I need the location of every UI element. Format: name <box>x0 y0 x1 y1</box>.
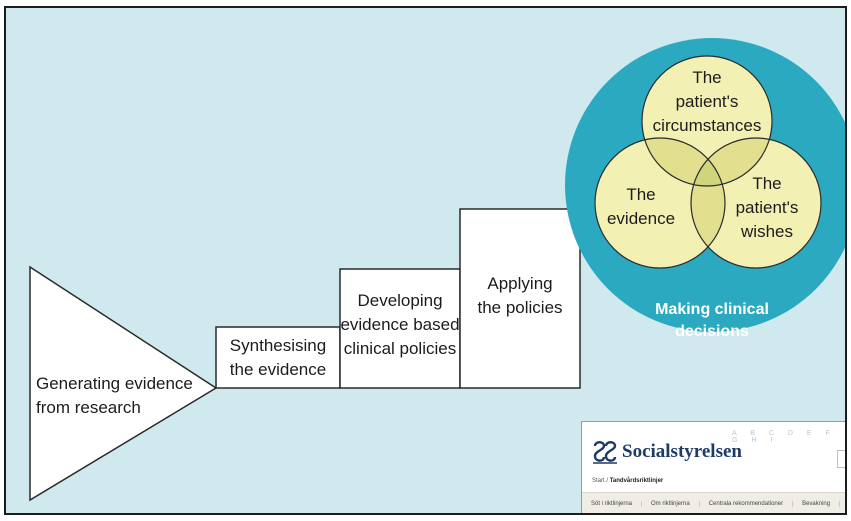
socialstyrelsen-logo-icon <box>593 441 617 464</box>
venn-overlap-ab <box>642 138 725 186</box>
brand-logo: Socialstyrelsen <box>592 440 742 464</box>
inset-nav-item: Bevakning <box>793 501 841 507</box>
inset-nav-item: Om riktlinjerna <box>642 501 700 507</box>
breadcrumb-separator: / <box>606 478 610 484</box>
venn-label-circumstances: The patient's circumstances <box>652 68 762 135</box>
venn-outline-evidence <box>594 137 726 269</box>
inset-nav-item: Söt i riktlinjerna <box>582 501 643 507</box>
step-developing-shape <box>339 268 461 389</box>
alphabet-index: A B C D E F G H I <box>732 430 836 444</box>
venn-outline-circumstances <box>641 55 773 187</box>
venn-caption: Making clinical decisions <box>655 301 769 340</box>
socialstyrelsen-screenshot-inset: A B C D E F G H I Socialstyrelsen Start … <box>581 421 845 513</box>
inset-nav-item: Centrala rekommendationer <box>700 501 794 507</box>
venn-overlap-ac <box>691 138 772 186</box>
brand-name: Socialstyrelsen <box>622 441 742 462</box>
diagram-canvas: Generating evidence from research Synthe… <box>4 6 847 515</box>
step-synthesising-shape <box>215 326 341 389</box>
venn-label-wishes: The patient's wishes <box>735 174 799 241</box>
venn-outline-wishes <box>690 137 822 269</box>
breadcrumb-current: Tandvårdsriktlinjer <box>609 478 664 484</box>
diagram-shapes <box>29 38 845 502</box>
inset-search-box <box>837 450 845 468</box>
inset-nav-bar: Söt i riktlinjerna Om riktlinjerna Centr… <box>582 492 845 513</box>
step-synthesising-label: Synthesising the evidence <box>229 336 327 379</box>
step-applying-shape <box>459 208 581 389</box>
step-generating-shape <box>29 265 218 502</box>
step-developing-label: Developing evidence based clinical polic… <box>340 291 460 358</box>
venn-label-evidence: The evidence <box>606 185 676 228</box>
breadcrumb-start: Start <box>592 478 605 484</box>
inset-breadcrumb: Start / Tandvårdsriktlinjer <box>592 478 663 484</box>
step-applying-label: Applying the policies <box>477 274 563 317</box>
step-generating-label: Generating evidence from research <box>36 374 193 417</box>
